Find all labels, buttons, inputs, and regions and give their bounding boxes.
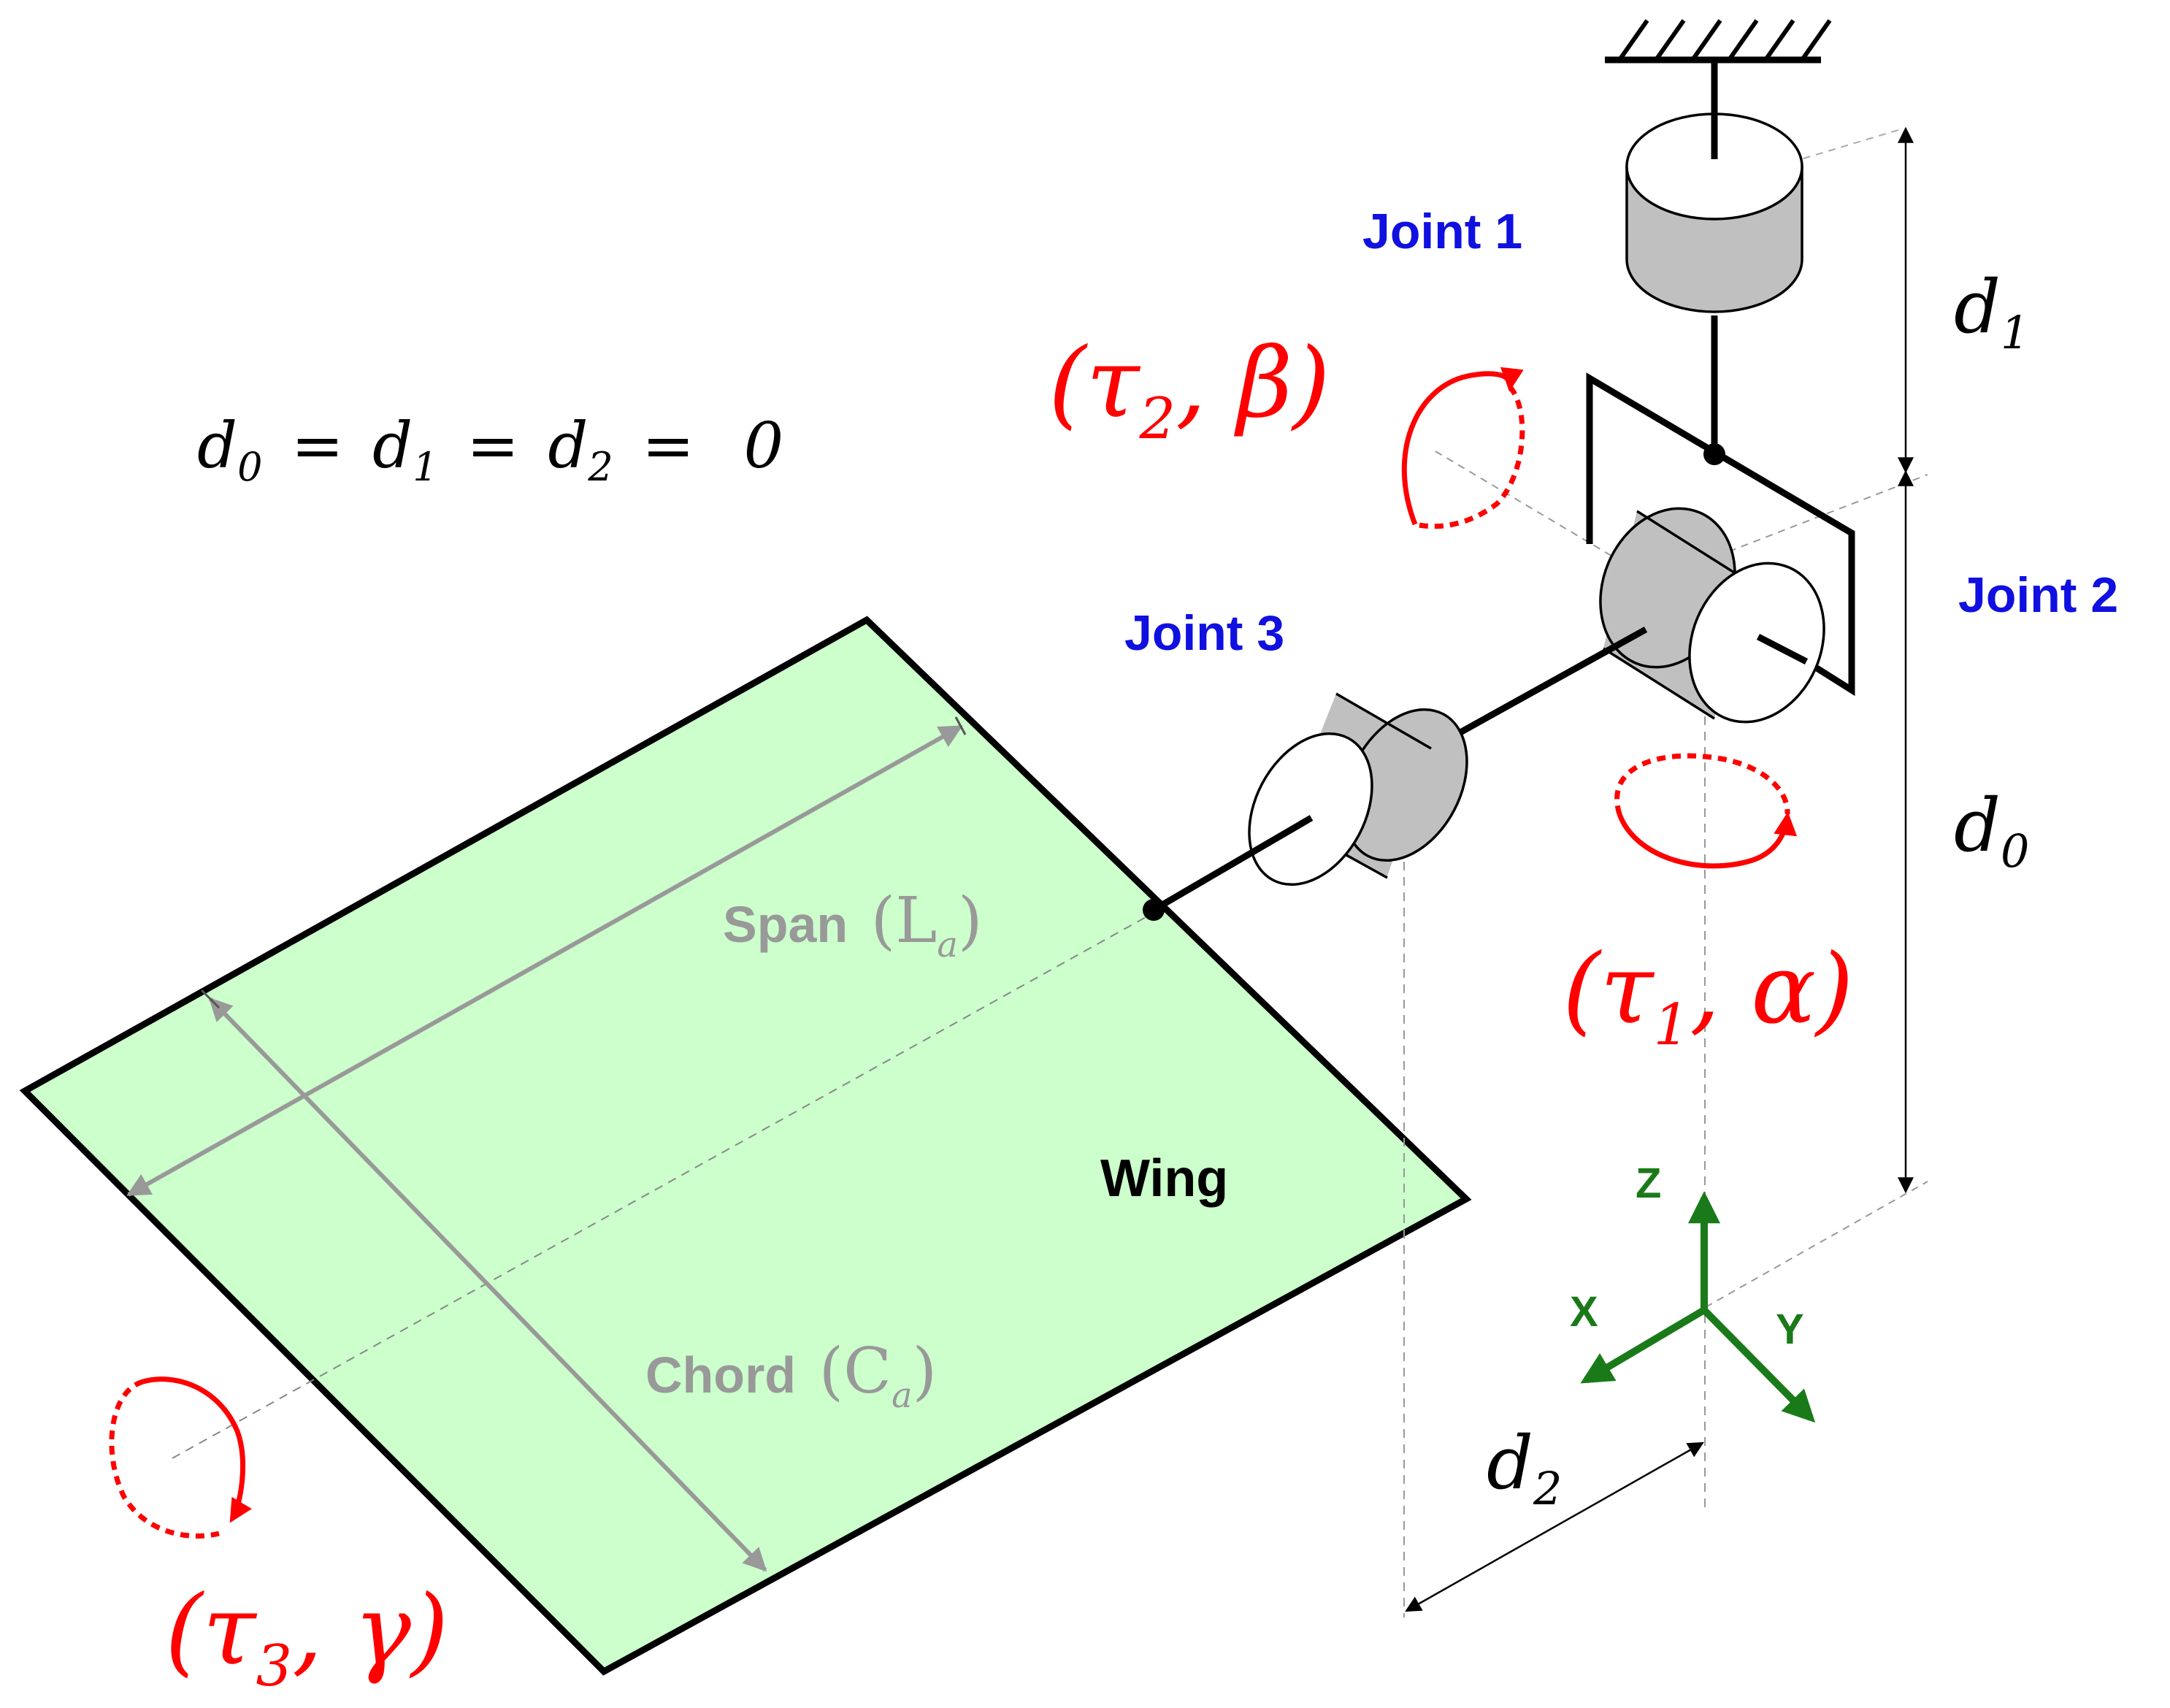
wing-attach-dot xyxy=(1143,899,1165,921)
torque-alpha-label: (τ1, α) xyxy=(1563,933,1854,1058)
chord-dimension-arrow xyxy=(208,997,767,1572)
coordinate-axes xyxy=(1580,1191,1816,1423)
x-axis-label: X xyxy=(1570,1288,1598,1336)
joint2-stub xyxy=(1756,633,1809,665)
d1-label: d1 xyxy=(1954,264,2029,359)
joint3-label: Joint 3 xyxy=(1124,605,1284,661)
z-axis-label: Z xyxy=(1636,1160,1661,1207)
rotation-gamma-indicator xyxy=(109,1376,252,1539)
span-dim-extension xyxy=(954,716,967,735)
x-axis-arrow xyxy=(1580,1306,1706,1384)
chord-label: Chord (Ca) xyxy=(645,1335,937,1416)
wing-label: Wing xyxy=(1100,1149,1228,1208)
wing-plate xyxy=(19,616,1472,1676)
joint1-pivot-dot xyxy=(1703,443,1725,465)
d2-dimension-arrow xyxy=(1405,1441,1704,1612)
y-axis-arrow xyxy=(1701,1307,1816,1423)
joint2-cylinder xyxy=(1599,507,1825,724)
rotation-alpha-indicator xyxy=(1614,753,1798,869)
torque-beta-label: (τ2, β) xyxy=(1048,327,1330,452)
guide-joint2-axis xyxy=(1435,451,1623,563)
joint3-cylinder xyxy=(1248,692,1468,886)
rotation-beta-indicator xyxy=(1401,367,1525,529)
span-label: Span (La) xyxy=(723,884,983,965)
chord-dim-extension xyxy=(200,989,221,1009)
torque-gamma-label: (τ3, γ) xyxy=(165,1574,448,1699)
guide-bottom-diagonal xyxy=(1705,1181,1928,1308)
joint2-yoke xyxy=(1586,372,1855,697)
d2-label: d2 xyxy=(1487,1420,1562,1515)
y-axis-label: Y xyxy=(1776,1306,1804,1353)
d0-label: d0 xyxy=(1954,783,2029,878)
equation-d-zero: d0 = d1 = d2 = 0 xyxy=(197,410,783,496)
joint3-shaft xyxy=(1151,815,1314,913)
link-joint2-joint3 xyxy=(1444,627,1648,743)
joint1-label: Joint 1 xyxy=(1362,204,1522,259)
joint1-cylinder xyxy=(1625,112,1803,313)
joint2-label: Joint 2 xyxy=(1958,567,2118,623)
